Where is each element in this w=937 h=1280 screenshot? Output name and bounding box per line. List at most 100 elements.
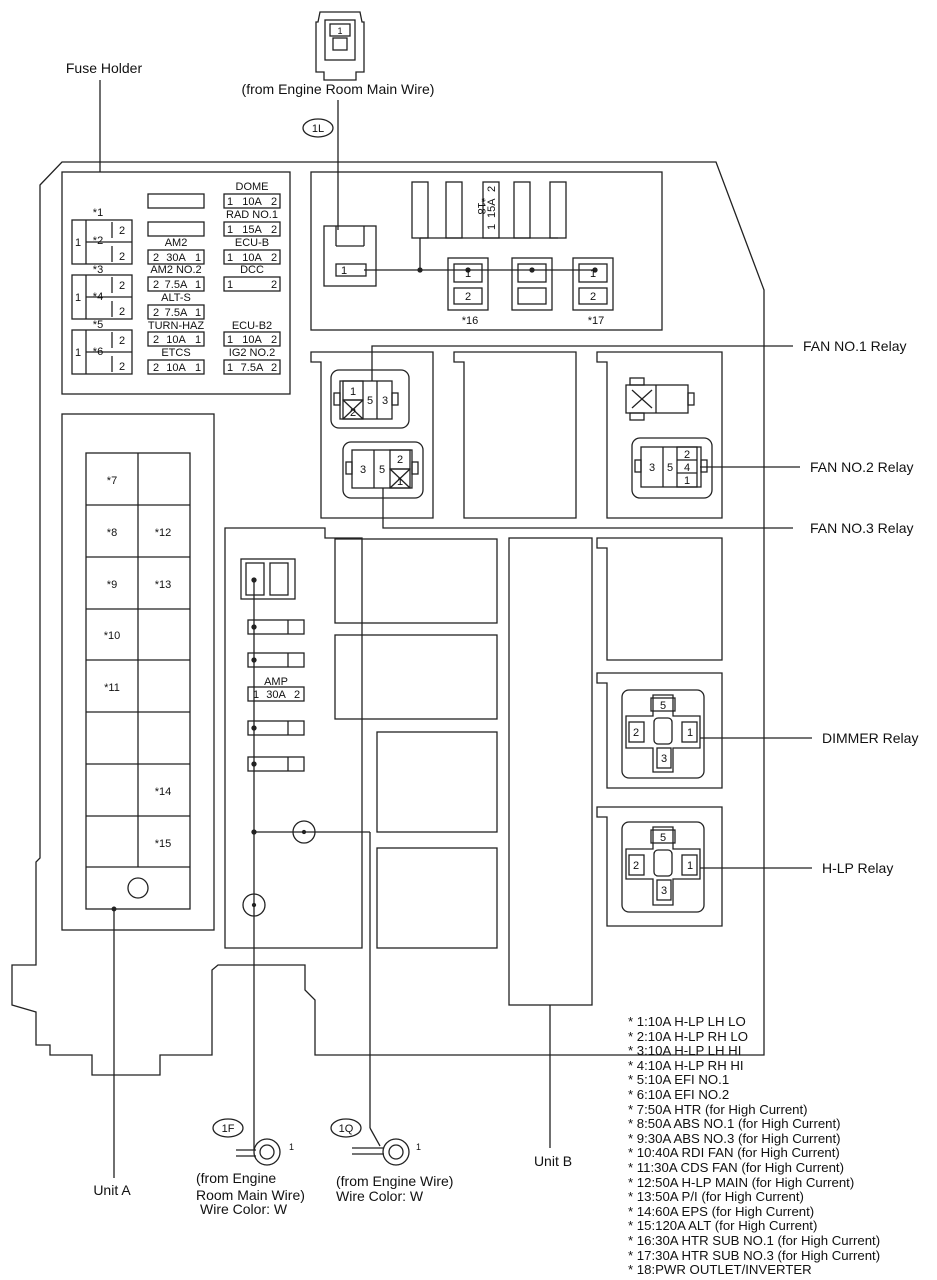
- fuse-18-rating: 15A: [486, 198, 498, 218]
- fuse-18-pin: 2: [486, 186, 498, 192]
- connector-1q-caption: (from Engine Wire): [336, 1173, 453, 1189]
- fan2-pin: 3: [649, 462, 655, 474]
- fuse-pin: 2: [153, 362, 159, 374]
- relay-17-pin: 2: [590, 291, 596, 303]
- fuse-name-am2-no2: AM2 NO.2: [150, 264, 201, 276]
- group-common-pin-1: 1: [75, 237, 81, 249]
- fuse-name-rad-no1: RAD NO.1: [226, 209, 278, 221]
- top-connector: 1: [315, 11, 365, 81]
- fuse-rating: 7.5A: [165, 279, 188, 291]
- group-pin-2: 2: [119, 251, 125, 263]
- connector-1f-wire-color: Wire Color: W: [200, 1201, 288, 1217]
- fuse-pin: 2: [153, 252, 159, 264]
- fuse-name-am2: AM2: [165, 237, 188, 249]
- leader-lines: [371, 345, 812, 869]
- fan-no2-relay-label: FAN NO.2 Relay: [810, 459, 913, 475]
- fuse-pin: 2: [153, 279, 159, 291]
- unit-a-slot-label: *11: [104, 682, 120, 694]
- fuse-pin: 1: [195, 362, 201, 374]
- legend-item: * 6:10A EFI NO.2: [628, 1086, 730, 1102]
- relay-16-star: *16: [462, 315, 479, 327]
- connector-1f-caption: (from Engine: [196, 1170, 276, 1186]
- legend-item: * 10:40A RDI FAN (for High Current): [628, 1145, 840, 1161]
- fuse-pin: 1: [227, 334, 233, 346]
- fuse-pin: 1: [195, 334, 201, 346]
- fan-no1-relay-label: FAN NO.1 Relay: [803, 338, 906, 354]
- legend-item: * 9:30A ABS NO.3 (for High Current): [628, 1130, 841, 1146]
- relay-17-star: *17: [588, 315, 605, 327]
- unit-a-label: Unit A: [93, 1182, 131, 1198]
- amp-fuse-pin: 2: [294, 689, 300, 701]
- top-connector-pin: 1: [337, 26, 342, 36]
- group-pin-1: 2: [119, 225, 125, 237]
- fuse-pin: 1: [195, 252, 201, 264]
- fuse-rating: 15A: [242, 224, 262, 236]
- fan2-pin: 1: [684, 475, 690, 487]
- legend-item: * 11:30A CDS FAN (for High Current): [628, 1159, 844, 1175]
- fuse-pin: 1: [227, 224, 233, 236]
- dimmer-pin: 2: [633, 727, 639, 739]
- fuse-18-vertical-label: 1 15A 2: [486, 186, 498, 230]
- diagram-text: *1 2 *2 2 *3 2 *4 2 *5 2 *6 2 1 1 1 AM2 …: [75, 181, 919, 1217]
- fuse-pin: 1: [227, 279, 233, 291]
- legend-item: * 3:10A H-LP LH HI: [628, 1043, 742, 1059]
- fuse-rating: 10A: [166, 362, 186, 374]
- group-common-pin-3: 1: [75, 347, 81, 359]
- fuse-name-ecu-b: ECU-B: [235, 237, 269, 249]
- fan-no3-relay-label: FAN NO.3 Relay: [810, 520, 913, 536]
- fuse-rating: 7.5A: [165, 307, 188, 319]
- fuse-pin: 2: [271, 362, 277, 374]
- connector-1f-pin: 1: [289, 1142, 294, 1152]
- fuse-box-outline: [11, 161, 765, 1076]
- connector-1q-pin: 1: [416, 1142, 421, 1152]
- group-star-3: *3: [93, 264, 103, 276]
- pin-box-label: 1: [341, 265, 347, 277]
- hlp-pin: 3: [661, 885, 667, 897]
- connector-1q-tag: 1Q: [339, 1123, 354, 1135]
- fuse-pin: 2: [271, 196, 277, 208]
- fuse-pin: 2: [153, 307, 159, 319]
- relay-block: [310, 171, 663, 331]
- fuse-pin: 1: [227, 252, 233, 264]
- fuse-holder-label: Fuse Holder: [66, 60, 143, 76]
- legend-item: * 13:50A P/I (for High Current): [628, 1189, 804, 1205]
- legend-item: * 14:60A EPS (for High Current): [628, 1203, 815, 1219]
- group-star-2: *2: [93, 235, 103, 247]
- group-pin-3: 2: [119, 280, 125, 292]
- legend-item: * 16:30A HTR SUB NO.1 (for High Current): [628, 1232, 881, 1248]
- fuse-name-turn-haz: TURN-HAZ: [148, 320, 204, 332]
- fuse-rating: 10A: [166, 334, 186, 346]
- legend-item: * 18:PWR OUTLET/INVERTER: [628, 1262, 812, 1278]
- unit-a-slot-label: *7: [107, 475, 117, 487]
- connector-1f-tag: 1F: [222, 1123, 235, 1135]
- group-pin-5: 2: [119, 335, 125, 347]
- connector-1l-tag: 1L: [312, 123, 324, 135]
- legend-item: * 1:10A H-LP LH LO: [628, 1014, 746, 1029]
- fuse-rating: 10A: [242, 196, 262, 208]
- group-star-1: *1: [93, 207, 103, 219]
- dimmer-pin: 3: [661, 753, 667, 765]
- unit-b-label: Unit B: [534, 1153, 572, 1169]
- unit-a-slot-label: *15: [155, 838, 172, 850]
- fuse-rating: 7.5A: [241, 362, 264, 374]
- fan3-pin: 1: [397, 476, 403, 488]
- group-star-4: *4: [93, 291, 103, 303]
- fuse-pin: 2: [153, 334, 159, 346]
- h-lp-relay: [621, 821, 705, 913]
- hlp-pin: 5: [660, 832, 666, 844]
- unit-a-slot-label: *13: [155, 579, 172, 591]
- dimmer-relay: [621, 689, 705, 779]
- fuse-18-star-group: *18: [475, 198, 487, 215]
- legend-item: * 17:30A HTR SUB NO.3 (for High Current): [628, 1247, 881, 1263]
- fuse-rating: 30A: [166, 252, 186, 264]
- fan3-pin: 3: [360, 464, 366, 476]
- legend-item: * 4:10A H-LP RH HI: [628, 1057, 744, 1073]
- dimmer-relay-label: DIMMER Relay: [822, 730, 918, 746]
- connector-1f-caption: Room Main Wire): [196, 1187, 305, 1203]
- fuse-pin: 1: [227, 362, 233, 374]
- fan2-pin: 2: [684, 449, 690, 461]
- amp-fuse-pin: 1: [253, 689, 259, 701]
- fan1-pin: 2: [350, 407, 356, 419]
- group-star-5: *5: [93, 319, 103, 331]
